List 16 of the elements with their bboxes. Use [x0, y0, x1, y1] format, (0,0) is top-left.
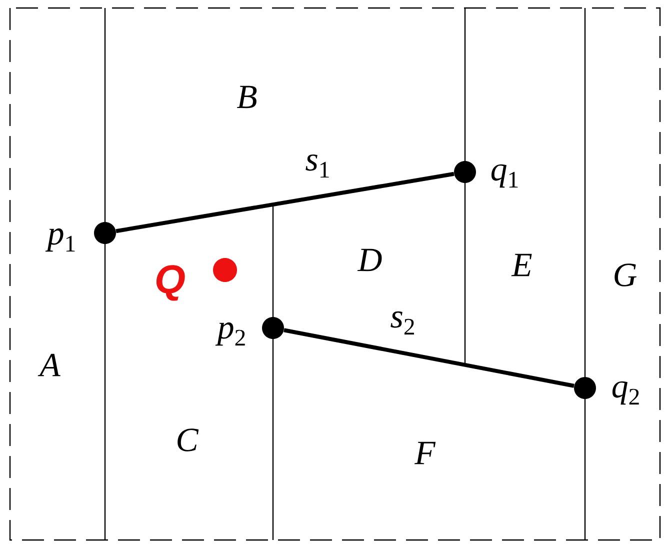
segment-label: s$_{1}$	[306, 154, 329, 178]
region-label: D	[357, 248, 382, 272]
point-label: q$_{1}$	[491, 164, 518, 188]
point-label: p$_{1}$	[45, 228, 75, 252]
segment-label: s$_{2}$	[390, 311, 414, 335]
point-label: Q	[156, 265, 185, 301]
region-label: E	[511, 254, 532, 276]
point-label: q$_{2}$	[612, 381, 639, 405]
line-segment	[116, 172, 454, 234]
region-label: A	[38, 354, 60, 376]
point-label: p$_{2}$	[215, 322, 245, 346]
region-label: G	[614, 264, 636, 286]
line-segment	[284, 328, 574, 388]
region-label: F	[414, 442, 436, 464]
region-label: B	[236, 86, 257, 108]
region-label: C	[178, 428, 199, 452]
